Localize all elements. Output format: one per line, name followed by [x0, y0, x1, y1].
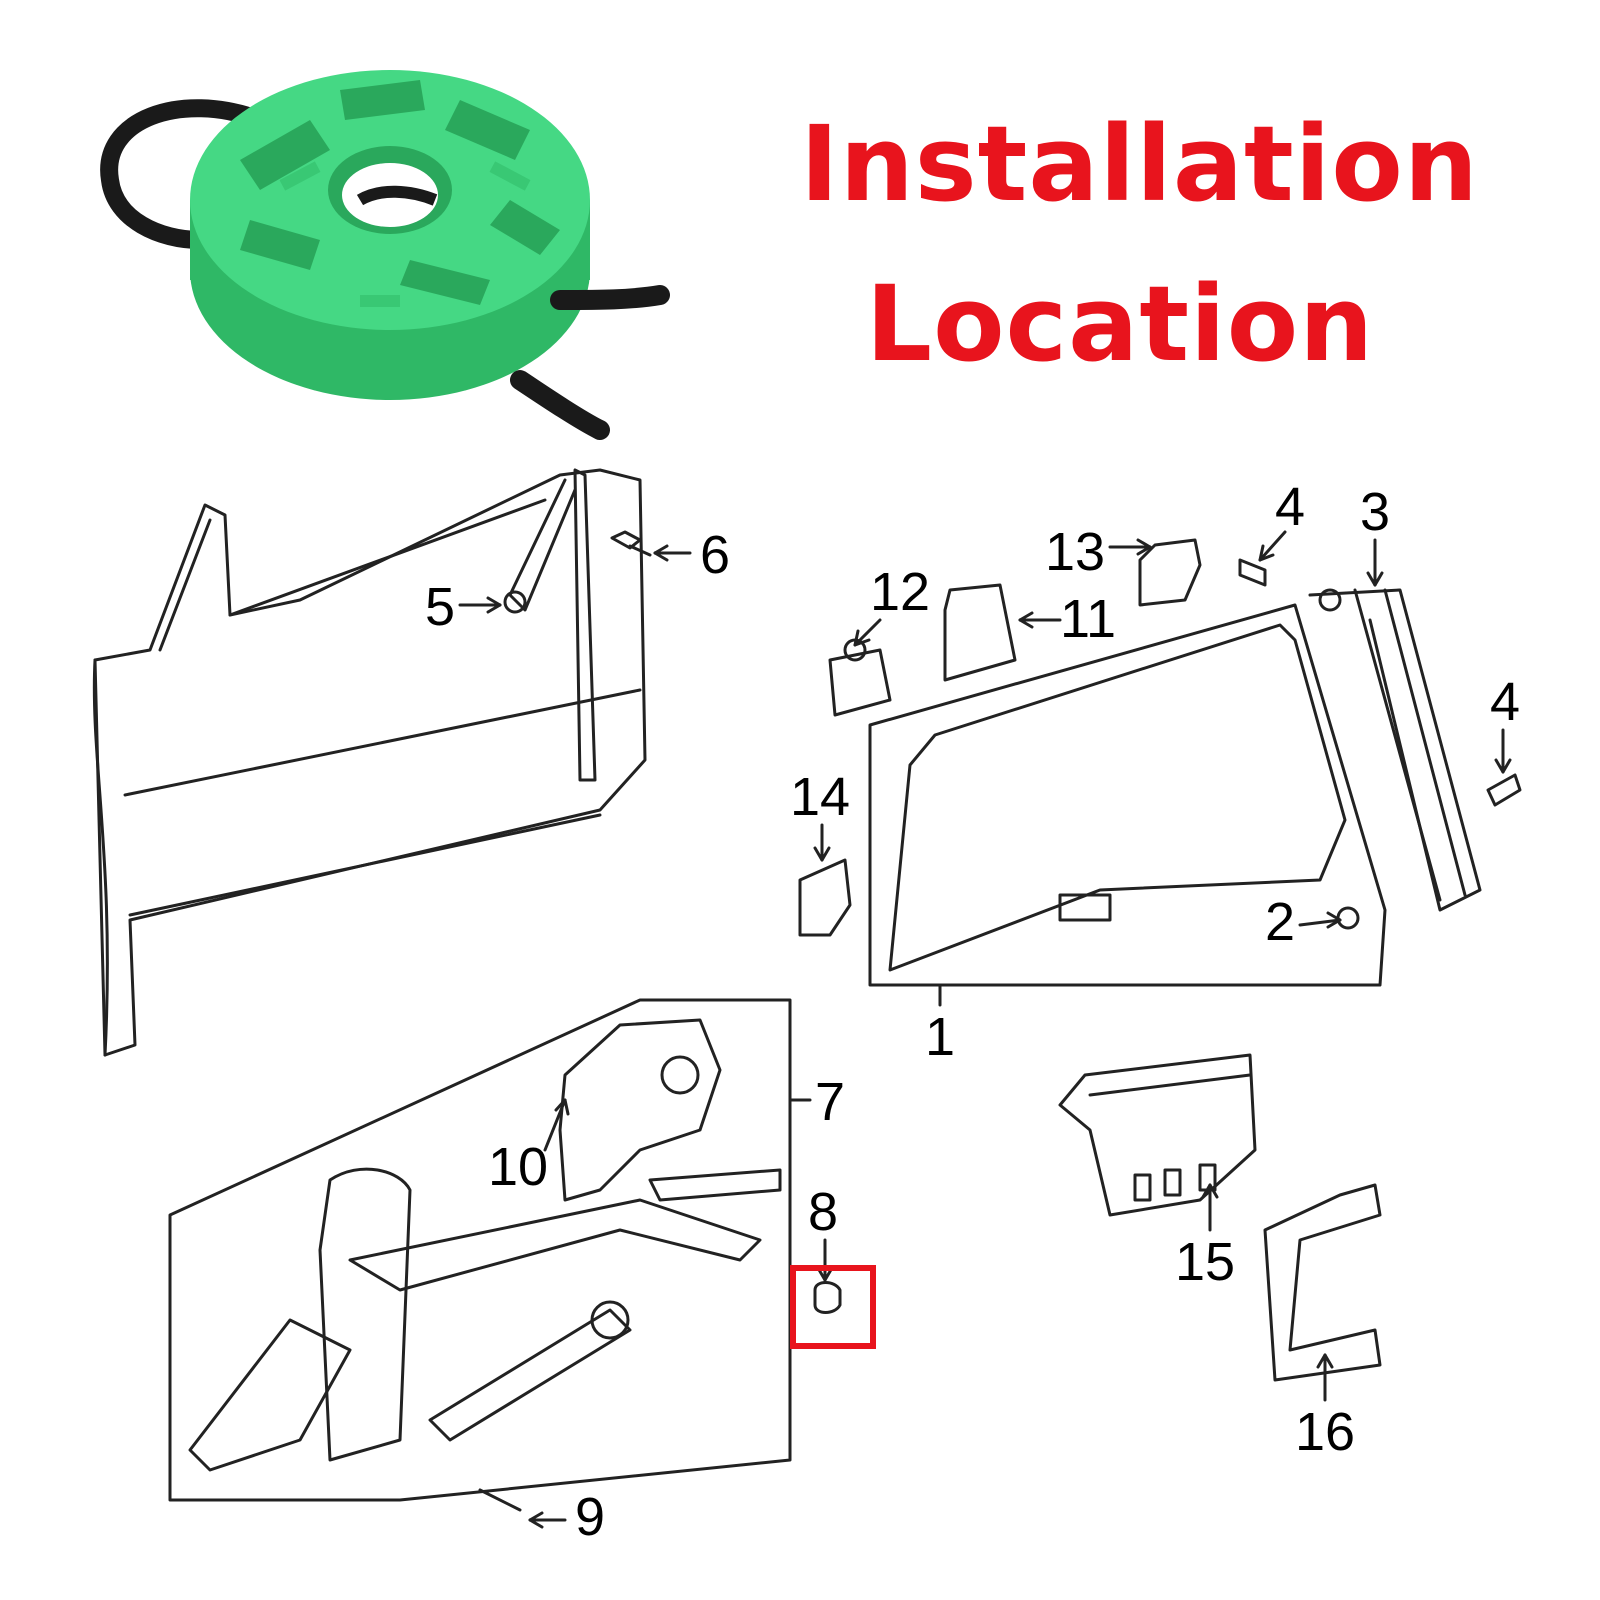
- callout-14: 14: [790, 767, 851, 827]
- callout-16: 16: [1295, 1402, 1356, 1462]
- callout-4a: 4: [1275, 477, 1306, 537]
- callout-10: 10: [488, 1137, 549, 1197]
- callout-13: 13: [1045, 522, 1106, 582]
- callout-7: 7: [815, 1072, 846, 1132]
- callout-3: 3: [1360, 482, 1391, 542]
- callout-9: 9: [575, 1487, 606, 1547]
- title-installation: Installation: [800, 103, 1479, 225]
- callout-8: 8: [808, 1182, 839, 1242]
- pulley-product-image: [100, 70, 670, 440]
- door-shell: [92, 468, 647, 1057]
- highlight-box-part-8: [790, 1265, 876, 1349]
- callout-5: 5: [425, 577, 456, 637]
- callout-11: 11: [1060, 589, 1117, 649]
- callout-2: 2: [1265, 892, 1296, 952]
- callout-4b: 4: [1490, 672, 1521, 732]
- callout-6: 6: [700, 525, 731, 585]
- callout-1: 1: [925, 1007, 956, 1067]
- regulator-assembly: [168, 998, 792, 1502]
- title-location: Location: [865, 263, 1375, 385]
- callout-15: 15: [1175, 1232, 1236, 1292]
- callout-12: 12: [870, 562, 931, 622]
- window-glass: [868, 603, 1387, 987]
